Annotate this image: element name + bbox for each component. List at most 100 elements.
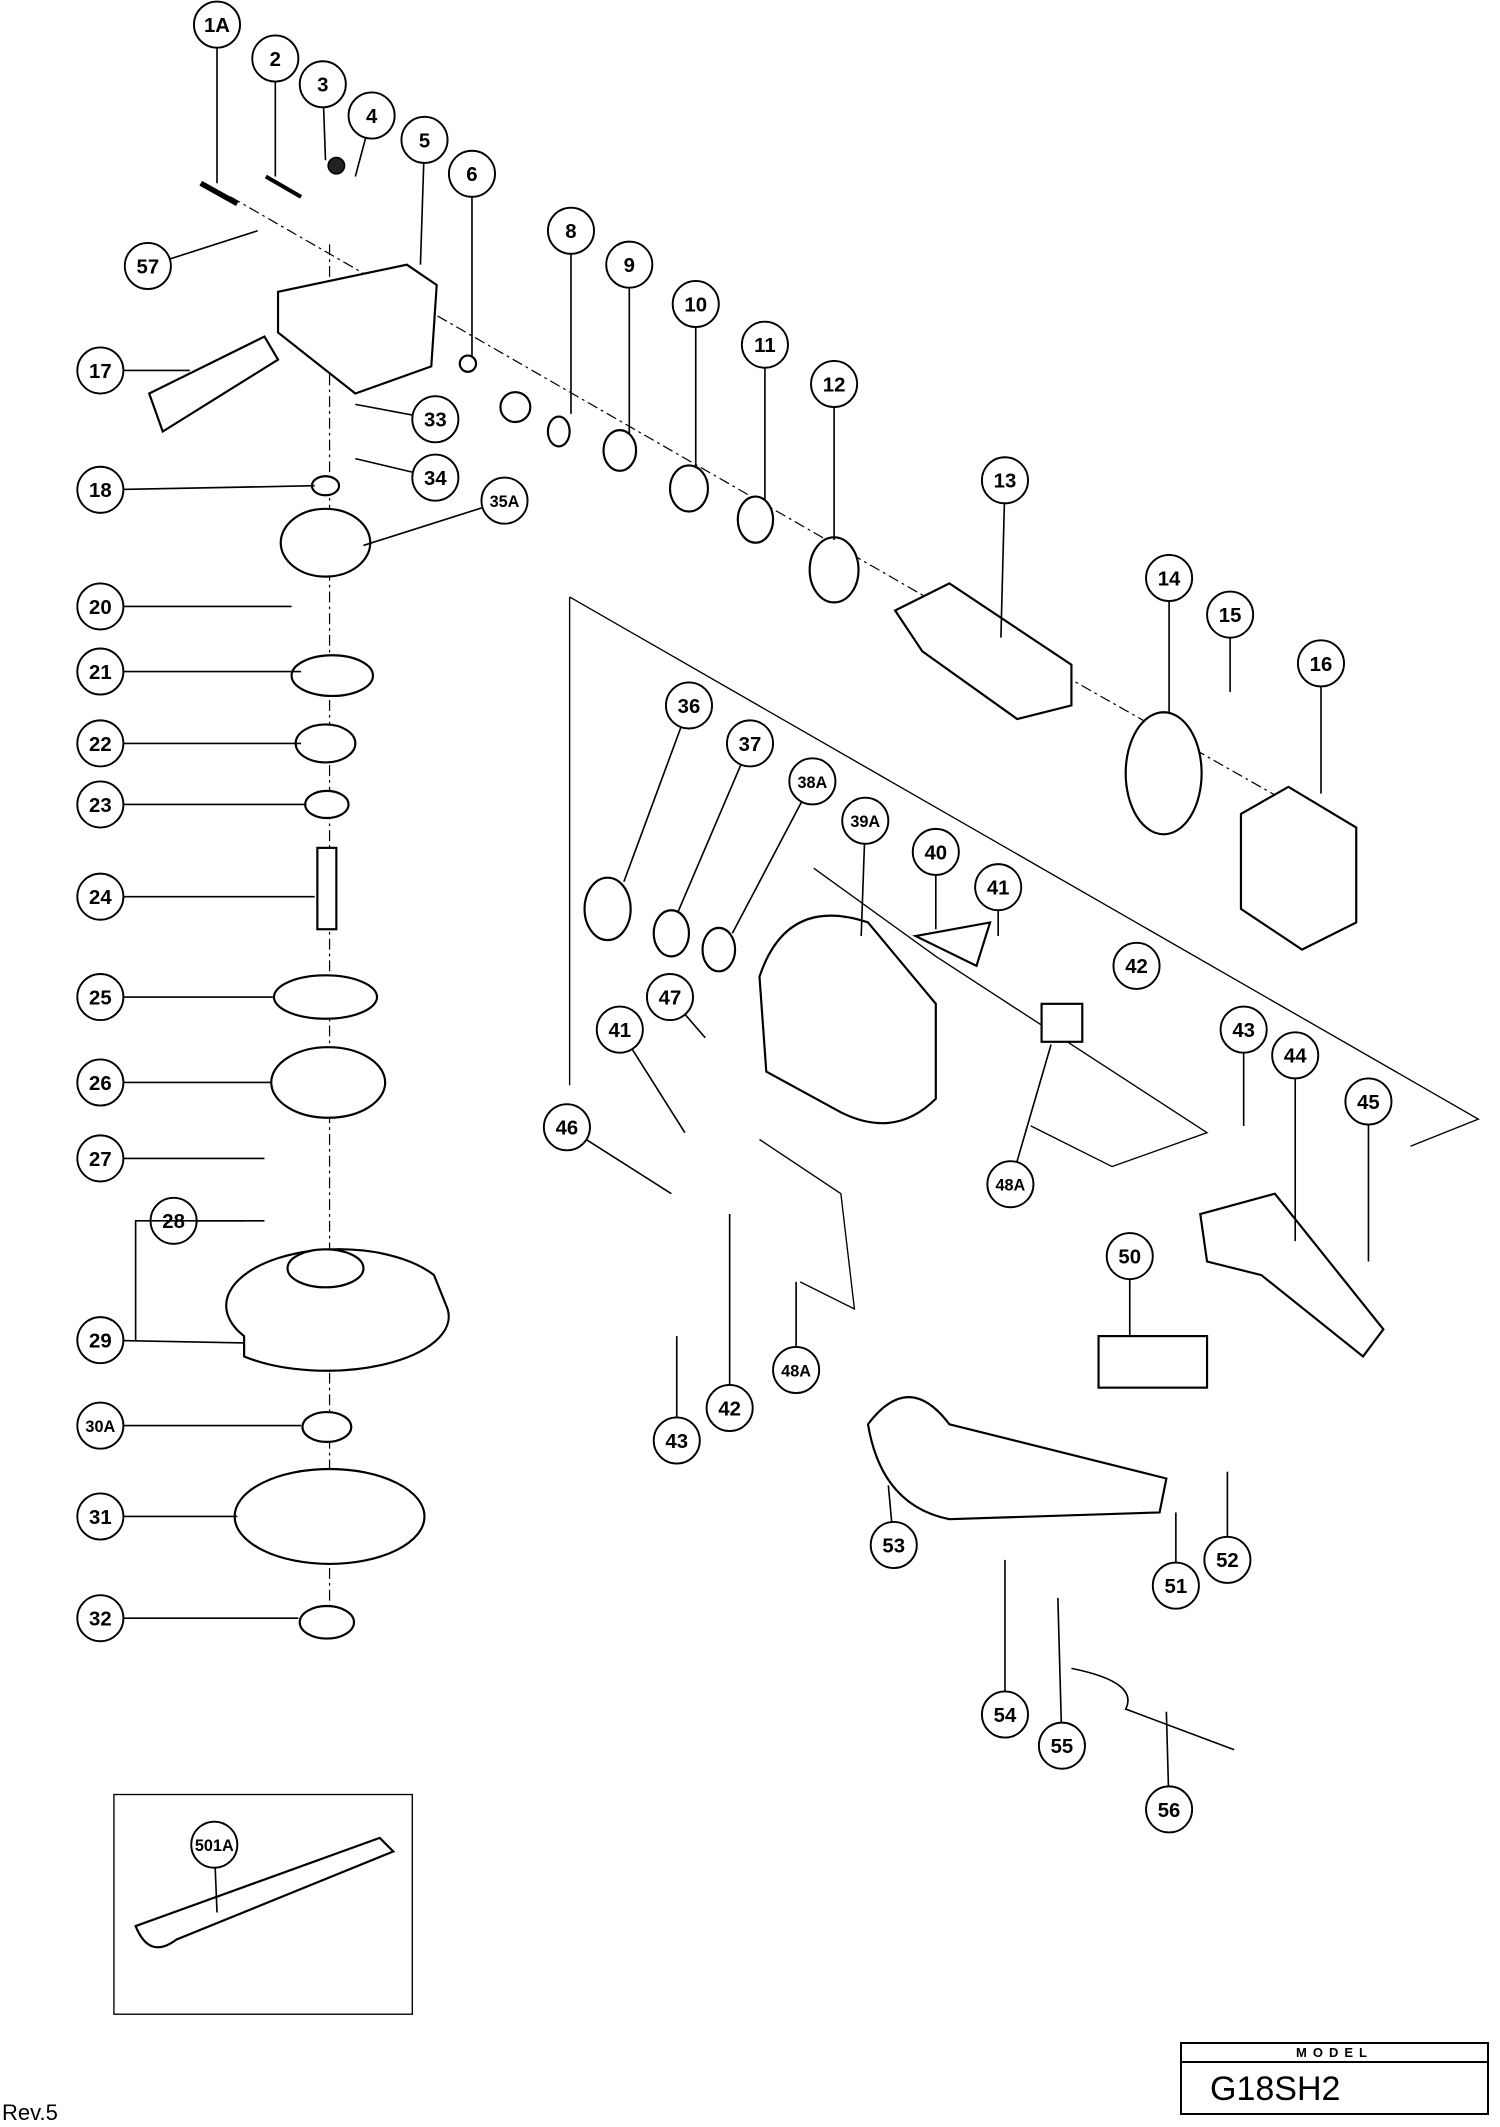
callout-3: 3 [298,60,347,161]
callout-38A: 38A [731,757,837,934]
callout-circle [1203,1535,1252,1584]
callout-label: 11 [754,335,776,357]
callout-label: 40 [924,842,947,864]
callout-42: 42 [1112,941,1161,990]
callout-circle [76,582,125,631]
callout-25: 25 [76,973,274,1022]
callout-circle [76,346,125,395]
cap-3-part [327,156,346,175]
callout-label: 56 [1158,1800,1181,1822]
callout-31: 31 [76,1492,238,1541]
callout-56: 56 [1145,1711,1194,1834]
callout-label: 22 [89,734,112,756]
callout-57: 57 [123,229,258,291]
handle-44-part [1199,1192,1385,1358]
bolt-2-part [264,174,303,199]
callout-55: 55 [1037,1597,1086,1770]
callout-label: 57 [137,256,160,278]
callout-20: 20 [76,582,292,631]
callout-label: 20 [89,597,112,619]
callout-47: 47 [645,973,706,1039]
callout-44: 44 [1271,1031,1320,1242]
bearing-37-part [652,909,691,958]
callout-27: 27 [76,1134,265,1183]
callout-label: 51 [1165,1576,1188,1598]
gasket-25-part [272,974,379,1020]
callout-circle [788,757,837,806]
callout-circle [76,780,125,829]
callout-label: 36 [678,696,701,718]
callout-42: 42 [705,1214,754,1432]
callout-24: 24 [76,872,315,921]
callout-circle [76,465,125,514]
callout-label: 53 [882,1535,905,1557]
callout-label: 10 [684,294,707,316]
callout-label: 8 [565,221,576,243]
callout-circle [76,1058,125,1107]
bracket-29 [134,1220,245,1341]
model-label: MODEL [1182,2044,1487,2063]
callout-circle [542,1103,591,1152]
callout-circle [705,1383,754,1432]
leader-line [731,781,814,934]
callout-label: 16 [1310,654,1333,676]
ring-9-part [602,429,638,472]
nut-32-part [298,1604,356,1640]
leader-line [100,484,315,491]
callout-label: 48A [781,1362,811,1380]
baffle-14-part [1124,711,1203,836]
callout-circle [869,1520,918,1569]
callout-label: 9 [624,255,635,277]
revision-label: Rev.5 [2,2100,58,2125]
callout-13: 13 [980,456,1029,638]
bolt-1a-part [199,180,239,207]
callout-43: 43 [1219,1005,1268,1126]
gear-housing-part [276,263,438,395]
callout-label: 39A [850,813,880,831]
callout-circle [76,1401,125,1450]
callout-circle [251,34,300,83]
callout-circle [1344,1077,1393,1126]
callout-label: 501A [195,1837,234,1855]
callout-22: 22 [76,719,302,768]
callout-label: 21 [89,662,112,684]
callout-circle [645,973,694,1022]
callout-label: 54 [994,1705,1017,1727]
callout-34: 34 [355,453,460,502]
callout-circle [772,1346,821,1395]
washer-8-part [546,415,571,448]
callout-circle [76,1134,125,1183]
callout-label: 44 [1284,1046,1307,1068]
callout-label: 35A [490,493,520,511]
armature-13-part [893,582,1073,721]
bearing-38a-part [701,926,737,973]
callout-label: 42 [718,1398,741,1420]
stator-16-part [1239,785,1358,951]
callout-circle [400,115,449,164]
callout-circle [595,1005,644,1054]
callout-4: 4 [347,91,396,177]
callout-label: 55 [1051,1736,1074,1758]
pinion-35a-part [499,391,532,424]
callout-label: 43 [665,1431,688,1453]
callout-circle [1105,1232,1154,1281]
callout-9: 9 [605,240,654,435]
callouts: 1A23456891011121314151617182021222324252… [76,0,1393,1913]
guard-29-part [225,1248,450,1372]
callout-39A: 39A [841,796,890,937]
callout-40: 40 [911,827,960,930]
callout-circle [671,280,720,329]
callout-label: 41 [608,1020,631,1042]
callout-circle [652,1416,701,1465]
callout-label: 26 [89,1073,112,1095]
callout-43: 43 [652,1336,701,1465]
callout-26: 26 [76,1058,272,1107]
callout-2: 2 [251,34,300,177]
parts [134,156,1385,1949]
callout-circle [76,1492,125,1541]
callout-circle [1219,1005,1268,1054]
callout-5: 5 [400,115,449,265]
collar-28-part [286,1248,365,1289]
callout-circle [974,863,1023,912]
